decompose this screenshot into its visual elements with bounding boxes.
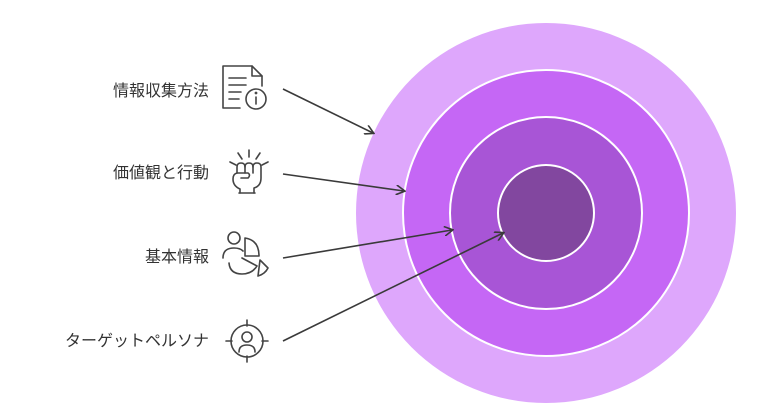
item-label-target-persona: ターゲットペルソナ (65, 331, 209, 350)
item-label-basic-info: 基本情報 (145, 247, 209, 266)
arrow-basic-info (282, 230, 452, 259)
arrow-values-behavior (282, 173, 404, 191)
person-pie-chart-icon (222, 231, 269, 277)
target-person-icon (225, 319, 269, 363)
item-label-information-gathering: 情報収集方法 (113, 81, 209, 100)
item-label-values-behavior: 価値観と行動 (113, 163, 209, 182)
arrow-target-persona (282, 233, 503, 342)
document-info-icon (222, 65, 267, 110)
core (497, 164, 595, 262)
fist-icon (229, 149, 269, 194)
arrow-information-gathering (282, 88, 373, 133)
